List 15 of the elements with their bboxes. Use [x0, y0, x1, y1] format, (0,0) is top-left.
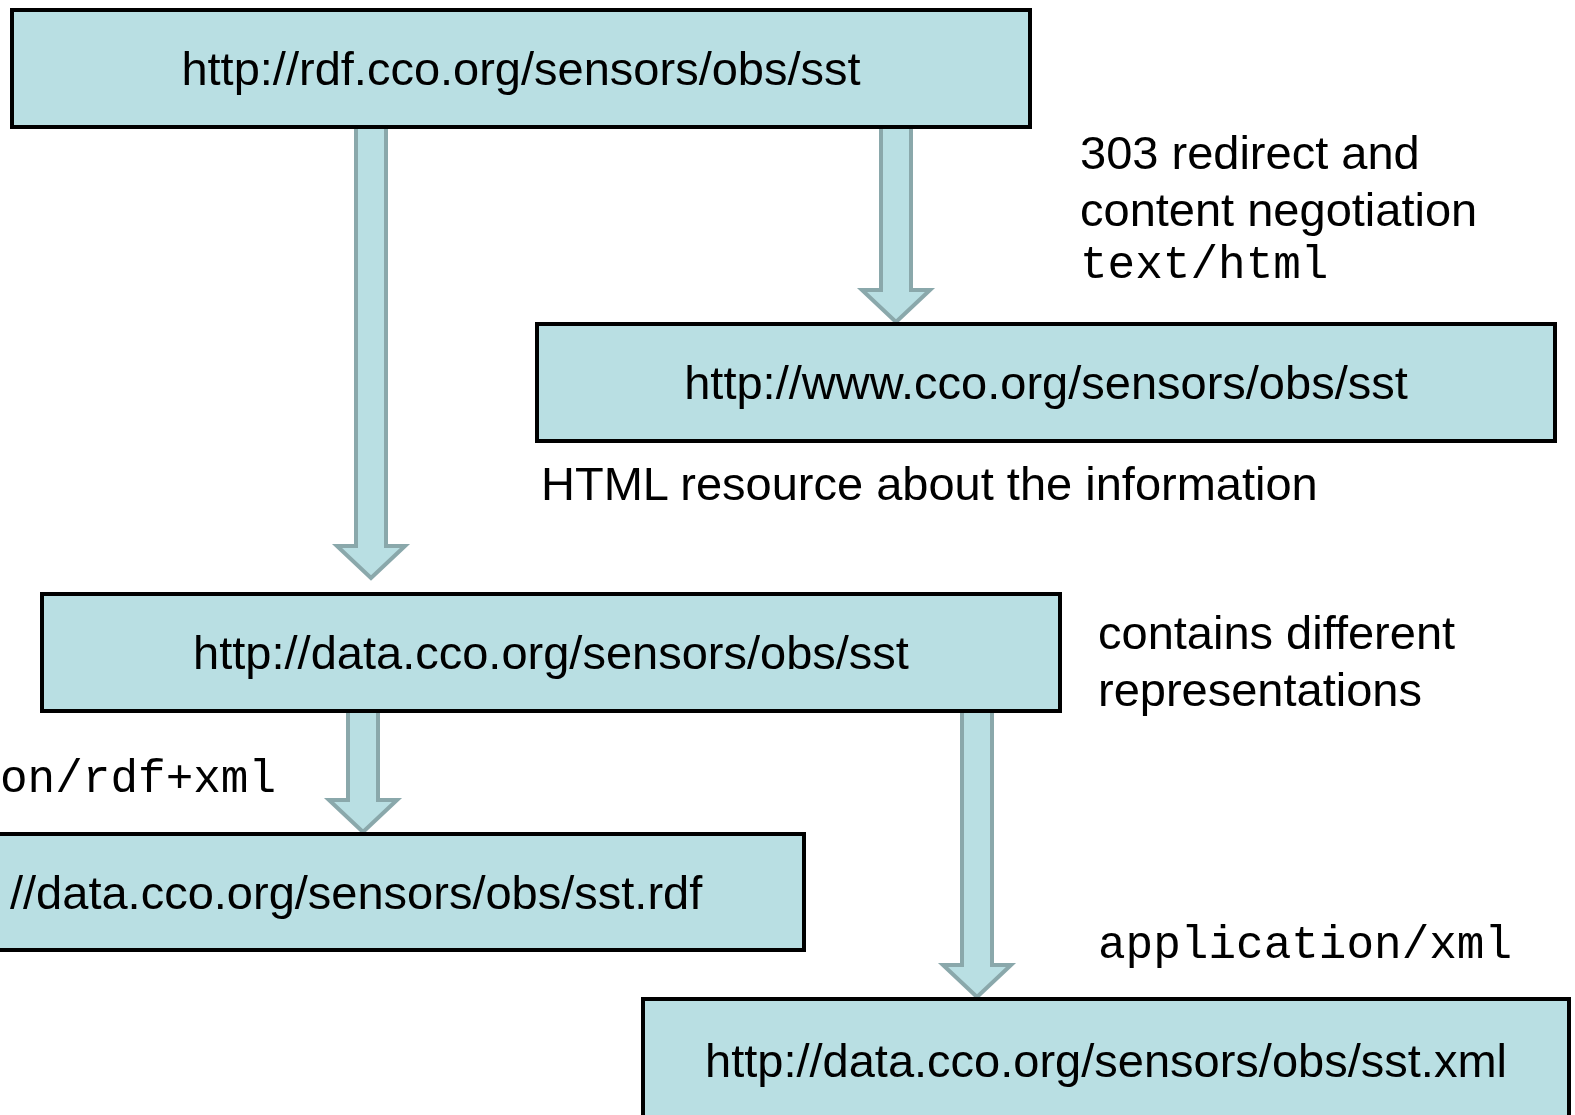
url-box [641, 997, 1571, 1115]
media-type-label: application/xml [1098, 920, 1513, 972]
note-text: HTML resource about the information [541, 456, 1319, 512]
note-text: contains different representations [1098, 605, 1457, 718]
url-text: http://www.cco.org/sensors/obs/sst [684, 355, 1408, 410]
media-type-label: on/rdf+xml [0, 754, 277, 806]
url-text: http://data.cco.org/sensors/obs/sst.xml [705, 1033, 1507, 1088]
url-box [0, 832, 806, 952]
url-box [535, 322, 1557, 443]
url-text: http://data.cco.org/sensors/obs/sst [193, 625, 909, 680]
url-box [40, 592, 1062, 713]
url-text: http://rdf.cco.org/sensors/obs/sst [181, 41, 861, 96]
url-box [10, 8, 1032, 129]
media-type-label: text/html [1080, 240, 1329, 292]
url-text: //data.cco.org/sensors/obs/sst.rdf [10, 864, 703, 920]
